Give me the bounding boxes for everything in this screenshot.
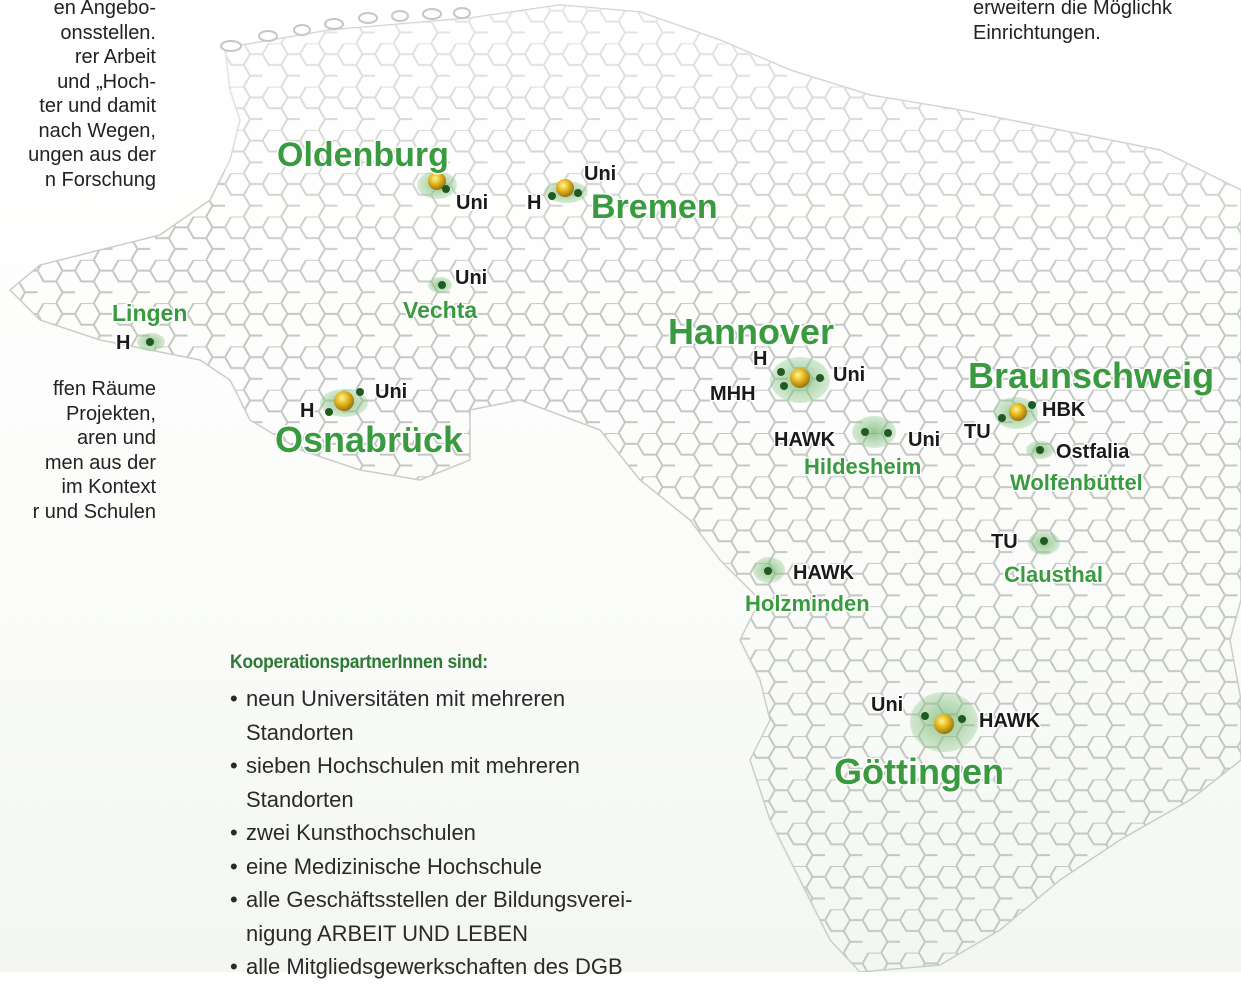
inst-wolfenbuettel-ostfalia: Ostfalia	[1056, 441, 1130, 463]
text-line: erweitern die Möglichk	[973, 0, 1172, 19]
city-label-clausthal: Clausthal	[1004, 562, 1103, 587]
list-item-line: sieben Hochschulen mit mehreren	[246, 753, 580, 778]
marker-hildesheim	[852, 416, 896, 448]
inst-hildesheim-uni: Uni	[908, 429, 940, 451]
marker-clausthal	[1028, 531, 1060, 555]
text-line: ungen aus der	[28, 144, 156, 166]
list-item: eine Medizinische Hochschule	[230, 850, 750, 884]
list-item: neun Universitäten mit mehreren Standort…	[230, 682, 750, 749]
list-item: alle Geschäftsstellen der Bildungsverei-…	[230, 883, 750, 950]
marker-hannover	[770, 357, 830, 403]
inst-clausthal-tu: TU	[991, 531, 1018, 553]
city-label-goettingen: Göttingen	[834, 751, 1004, 792]
inst-bremen-uni: Uni	[584, 163, 616, 185]
text-line: Projekten,	[65, 402, 156, 425]
city-label-oldenburg: Oldenburg	[277, 136, 449, 174]
city-label-wolfenbuettel: Wolfenbüttel	[1010, 470, 1143, 495]
city-label-braunschweig: Braunschweig	[968, 355, 1214, 396]
text-line: aren und	[77, 427, 156, 449]
list-item-line: eine Medizinische Hochschule	[246, 853, 542, 879]
marker-holzminden	[753, 557, 785, 583]
body-text-fragment-top-left: en Angebo- onsstellen. rer Arbeit und „H…	[0, 0, 156, 192]
marker-vechta	[428, 277, 452, 293]
body-text-fragment-mid-left: ffen Räume Projekten, aren und men aus d…	[0, 377, 156, 524]
city-label-osnabrueck: Osnabrück	[275, 419, 464, 460]
inst-hannover-uni: Uni	[833, 364, 865, 386]
marker-braunschweig	[994, 397, 1038, 429]
marker-wolfenbuettel	[1026, 441, 1054, 459]
text-line: ffen Räume	[52, 378, 156, 400]
text-line: rer Arbeit	[74, 46, 156, 68]
city-label-holzminden: Holzminden	[745, 591, 870, 616]
text-line: onsstellen.	[60, 21, 156, 44]
inst-lingen-h: H	[116, 332, 130, 354]
islands	[220, 7, 471, 52]
list-item-line: Standorten	[246, 719, 354, 745]
list-item-line: Standorten	[246, 786, 354, 812]
list-item-line: alle Geschäftsstellen der Bildungsverei-	[246, 887, 633, 912]
list-item: alle Mitgliedsgewerkschaften des DGB	[230, 950, 750, 984]
text-line: r und Schulen	[32, 500, 156, 523]
list-item-line: zwei Kunsthochschulen	[246, 820, 476, 845]
text-line: nach Wegen,	[38, 119, 157, 142]
partners-box: KooperationspartnerInnen sind: neun Univ…	[230, 652, 750, 984]
city-label-vechta: Vechta	[403, 297, 477, 323]
list-item: sieben Hochschulen mit mehreren Standort…	[230, 749, 750, 816]
text-line: im Kontext	[61, 476, 156, 498]
text-line: Einrichtungen.	[973, 21, 1101, 44]
text-line: en Angebo-	[53, 0, 156, 19]
partners-list: neun Universitäten mit mehreren Standort…	[230, 682, 750, 984]
text-line: ter und damit	[39, 95, 156, 117]
marker-osnabrueck	[320, 388, 368, 417]
city-label-bremen: Bremen	[591, 188, 718, 226]
inst-goettingen-uni: Uni	[871, 694, 903, 716]
inst-oldenburg-uni: Uni	[456, 192, 488, 214]
inst-holzminden-hawk: HAWK	[793, 562, 855, 584]
inst-vechta-uni: Uni	[455, 267, 487, 289]
inst-bremen-h: H	[527, 192, 541, 214]
city-label-hannover: Hannover	[668, 311, 834, 352]
inst-braunschweig-tu: TU	[964, 421, 991, 443]
city-label-lingen: Lingen	[112, 300, 187, 326]
partners-title: KooperationspartnerInnen sind:	[230, 652, 488, 673]
list-item-line: alle Mitgliedsgewerkschaften des DGB	[246, 954, 623, 979]
inst-goettingen-hawk: HAWK	[979, 710, 1041, 732]
inst-hannover-h: H	[753, 348, 767, 370]
inst-hannover-mhh: MHH	[710, 383, 756, 405]
marker-bremen	[544, 179, 588, 203]
inst-hildesheim-hawk: HAWK	[774, 429, 836, 451]
inst-braunschweig-hbk: HBK	[1042, 399, 1086, 421]
text-line: n Forschung	[44, 168, 156, 191]
list-item: zwei Kunsthochschulen	[230, 816, 750, 850]
list-item-line: neun Universitäten mit mehreren	[246, 686, 566, 711]
city-label-hildesheim: Hildesheim	[804, 454, 921, 479]
body-text-fragment-top-right: erweitern die Möglichk Einrichtungen.	[973, 0, 1241, 45]
inst-osnabrueck-uni: Uni	[375, 381, 407, 403]
text-line: men aus der	[44, 451, 156, 474]
marker-goettingen	[910, 692, 978, 752]
inst-osnabrueck-h: H	[300, 400, 314, 422]
marker-oldenburg	[417, 171, 457, 199]
marker-lingen	[137, 333, 165, 351]
list-item-line: nigung ARBEIT UND LEBEN	[246, 920, 529, 946]
text-line: und „Hoch-	[57, 70, 156, 93]
